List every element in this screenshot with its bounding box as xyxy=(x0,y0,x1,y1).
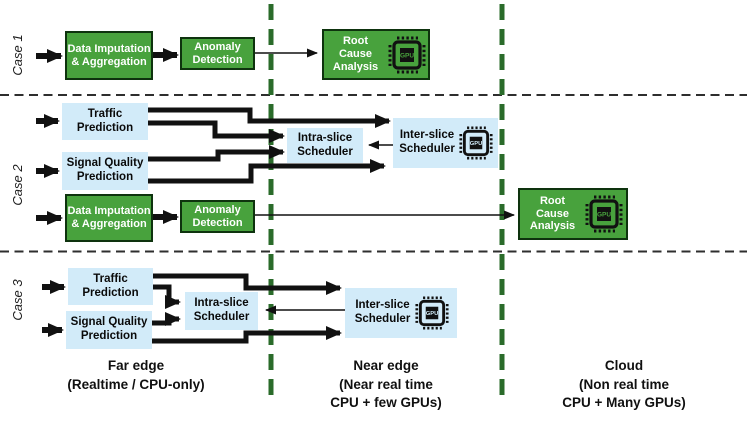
arrow-signal-to-intraslice-c2 xyxy=(148,145,285,162)
node-anomaly-detection-c2: Anomaly Detection xyxy=(180,200,255,233)
case-label-3: Case 3 xyxy=(7,270,27,330)
zone-subtitle: (Near real time xyxy=(339,376,433,392)
gpu-icon-label: GPU xyxy=(425,311,438,317)
node-root-cause-c1: Root Cause Analysis GPU xyxy=(322,29,430,80)
node-signal-quality-c3: Signal Quality Prediction xyxy=(66,311,152,349)
zone-subtitle: (Realtime / CPU-only) xyxy=(67,376,205,392)
node-inter-slice-scheduler-c3: Inter-slice Scheduler GPU xyxy=(345,288,457,338)
node-signal-quality-c2: Signal Quality Prediction xyxy=(62,152,148,190)
node-label: Signal Quality Prediction xyxy=(66,157,144,183)
case-label-text: Case 3 xyxy=(9,279,25,321)
node-label: Inter-slice Scheduler xyxy=(354,299,411,325)
case-label-text: Case 1 xyxy=(9,34,25,76)
arrow-signal-to-interslice-c3 xyxy=(152,326,342,344)
node-label: Traffic Prediction xyxy=(76,107,134,134)
arrow-traffic-to-interslice-c3 xyxy=(153,273,342,295)
node-traffic-prediction-c3: Traffic Prediction xyxy=(68,268,153,305)
node-label: Signal Quality Prediction xyxy=(70,316,148,342)
arrow-signal-to-intraslice-c3 xyxy=(152,312,181,326)
gpu-icon-label: GPU xyxy=(596,212,610,219)
node-intra-slice-scheduler-c3: Intra-slice Scheduler xyxy=(185,292,258,330)
zone-label-cloud: Cloud (Non real time CPU + Many GPUs) xyxy=(504,357,744,413)
node-data-imputation-c2: Data Imputation & Aggregation xyxy=(65,194,153,242)
zone-label-far-edge: Far edge (Realtime / CPU-only) xyxy=(16,357,256,394)
node-traffic-prediction-c2: Traffic Prediction xyxy=(62,103,148,140)
zone-subtitle: (Non real time xyxy=(578,376,670,392)
gpu-icon: GPU xyxy=(388,36,425,73)
case-label-2: Case 2 xyxy=(7,155,27,215)
case-label-text: Case 2 xyxy=(9,164,25,206)
zone-name: Far edge xyxy=(107,358,165,373)
node-root-cause-c2: Root Cause Analysis GPU xyxy=(518,188,628,240)
arrow-traffic-to-intraslice-c2 xyxy=(148,120,285,143)
node-label: Root Cause Analysis xyxy=(332,35,379,73)
zone-label-near-edge: Near edge (Near real time CPU + few GPUs… xyxy=(266,357,506,413)
node-label: Anomaly Detection xyxy=(192,203,243,229)
gpu-icon: GPU xyxy=(585,195,622,233)
arrow-traffic-to-intraslice-c3 xyxy=(153,284,181,309)
gpu-icon: GPU xyxy=(459,126,493,160)
node-label: Data Imputation & Aggregation xyxy=(67,205,151,230)
gpu-icon-label: GPU xyxy=(399,52,413,59)
zone-subtitle: CPU + Many GPUs) xyxy=(562,395,686,411)
node-inter-slice-scheduler-c2: Inter-slice Scheduler GPU xyxy=(393,118,498,168)
node-label: Intra-slice Scheduler xyxy=(297,131,353,158)
arrow-traffic-to-interslice-c2 xyxy=(148,107,391,128)
zone-subtitle: CPU + few GPUs) xyxy=(330,395,442,411)
case-label-1: Case 1 xyxy=(7,25,27,85)
node-label: Data Imputation & Aggregation xyxy=(67,42,151,68)
gpu-icon-label: GPU xyxy=(470,141,483,147)
zone-name: Cloud xyxy=(604,358,644,373)
node-data-imputation-c1: Data Imputation & Aggregation xyxy=(65,31,153,80)
zone-name: Near edge xyxy=(353,358,419,373)
node-label: Root Cause Analysis xyxy=(529,194,576,233)
node-label: Anomaly Detection xyxy=(192,40,243,66)
gpu-icon: GPU xyxy=(414,296,449,330)
arrow-signal-to-interslice-c2 xyxy=(148,159,386,184)
node-label: Traffic Prediction xyxy=(82,272,139,299)
node-label: Inter-slice Scheduler xyxy=(399,129,455,155)
node-label: Intra-slice Scheduler xyxy=(193,297,250,323)
node-intra-slice-scheduler-c2: Intra-slice Scheduler xyxy=(287,128,363,163)
node-anomaly-detection-c1: Anomaly Detection xyxy=(180,37,255,70)
